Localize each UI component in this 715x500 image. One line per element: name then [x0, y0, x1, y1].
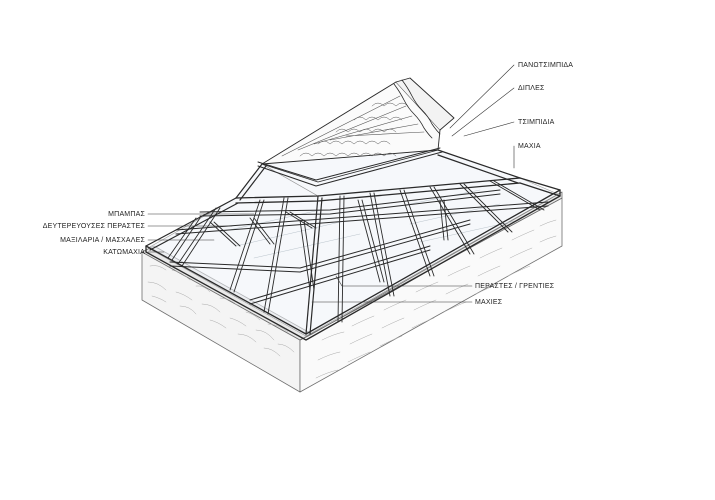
glass-reflections: [219, 189, 521, 259]
label-katomaxia: ΚΑΤΩΜΑΧΙΑ: [103, 249, 145, 256]
label-diples: ΔΙΠΛΕΣ: [518, 85, 545, 92]
label-tsimpidia: ΤΣΙΜΠΙΔΙΑ: [518, 119, 555, 126]
common-rafters: [167, 180, 545, 323]
label-maxia: ΜΑΧΙΑ: [518, 143, 541, 150]
leader-lines: [147, 64, 515, 303]
tiled-roof: [257, 77, 455, 187]
stone-texture: [147, 219, 557, 379]
label-maxies: ΜΑΧΙΕΣ: [475, 299, 503, 306]
label-maxilaria: ΜΑΞΙΛΑΡΙΑ / ΜΑΣΧΑΛΕΣ: [60, 237, 145, 244]
label-deutereuouses-perastes: ΔΕΥΤΕΡΕΥΟΥΣΕΣ ΠΕΡΑΣΤΕΣ: [42, 223, 145, 230]
braces: [209, 199, 449, 291]
label-perastes: ΠΕΡΑΣΤΕΣ / ΓΡΕΝΤΙΕΣ: [475, 283, 555, 290]
label-mpampas: ΜΠΑΜΠΑΣ: [108, 211, 145, 218]
roof-planes: [147, 149, 559, 337]
label-panotsimpida: ΠΑΝΩΤΣΙΜΠΙΔΑ: [518, 62, 574, 69]
